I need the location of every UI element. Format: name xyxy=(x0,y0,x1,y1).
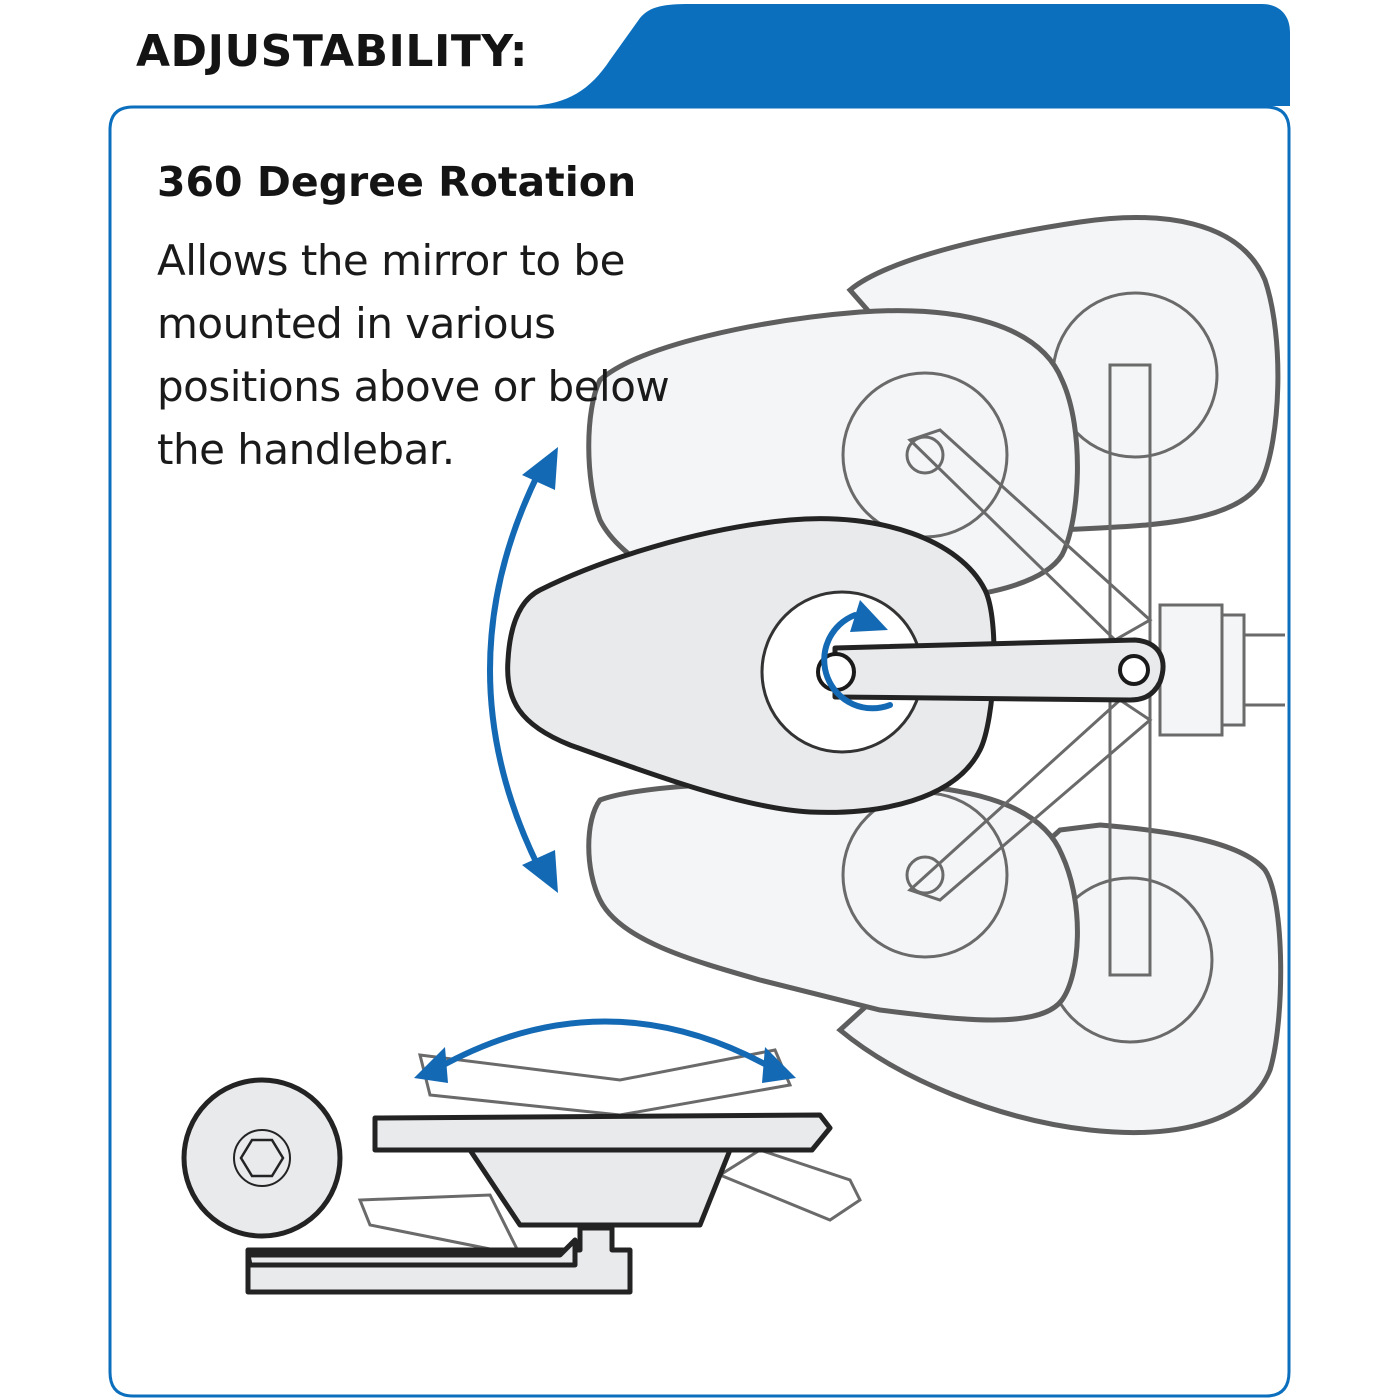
side-view-tilt-illustration xyxy=(181,1018,862,1295)
section-title: ADJUSTABILITY: xyxy=(136,26,528,77)
vertical-swing-arrow-icon xyxy=(487,447,558,893)
mirror-ghost-far-upper xyxy=(846,215,1281,533)
feature-description: Allows the mirror to be mounted in vario… xyxy=(157,236,670,474)
header-tab xyxy=(530,4,1290,106)
rotation-arrow-icon xyxy=(821,600,893,712)
feature-heading: 360 Degree Rotation xyxy=(157,158,637,206)
tilt-arrow-icon xyxy=(414,1018,796,1083)
hex-bolt-icon xyxy=(239,1138,285,1178)
mirror-positions-illustration xyxy=(487,215,1285,1135)
panel-border xyxy=(108,105,1291,1398)
